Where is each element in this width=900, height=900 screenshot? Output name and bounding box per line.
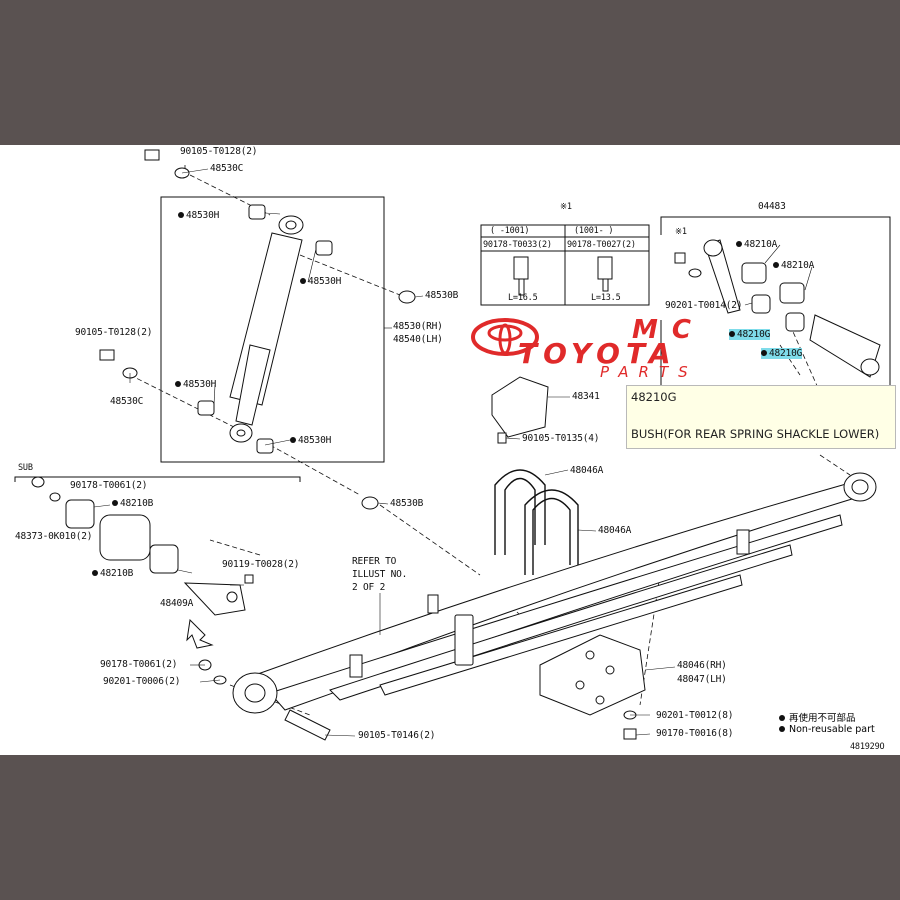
label-table-note-mark: ※1 [560, 202, 572, 212]
label-ubolt-2[interactable]: 48046A [598, 525, 632, 536]
front-hanger-parts [31, 476, 331, 741]
label-kit-code[interactable]: 04483 [758, 201, 786, 212]
absorber-bushes [99, 149, 416, 510]
label-bush-b-l2[interactable]: 48210B [92, 568, 133, 579]
label-left-bolt[interactable]: 90105-T0128(2) [75, 327, 153, 338]
label-bush-h-3[interactable]: 48530H [175, 379, 216, 390]
label-bracket-bolt[interactable]: 90105-T0135(4) [522, 433, 600, 444]
part-tooltip: 48210G BUSH(FOR REAR SPRING SHACKLE LOWE… [626, 385, 896, 449]
label-nut-top[interactable]: 90178-T0061(2) [70, 480, 148, 491]
table-col1-part[interactable]: 90178-T0033(2) [483, 240, 552, 250]
label-washer-c-top[interactable]: 48530C [210, 163, 244, 174]
label-bush-h-2[interactable]: 48530H [300, 276, 341, 287]
label-seat-washer[interactable]: 90201-T0012(8) [656, 710, 734, 721]
table-col2-part[interactable]: 90178-T0027(2) [567, 240, 636, 250]
label-ubolt-1[interactable]: 48046A [570, 465, 604, 476]
label-nut-bottom[interactable]: 90178-T0061(2) [100, 659, 178, 670]
label-bush-b-1[interactable]: 48530B [425, 290, 459, 301]
watermark-toyota: TOYOTA [518, 337, 677, 370]
exploded-view-drawing [14, 149, 891, 741]
watermark-parts: PARTS [600, 363, 698, 381]
table-col1-head: ( -1001) [490, 226, 530, 236]
shock-absorber [229, 215, 304, 443]
label-seat-rh[interactable]: 48046(RH) [677, 660, 727, 671]
u-bolts [494, 469, 579, 575]
label-top-bolt[interactable]: 90105-T0128(2) [180, 146, 258, 157]
label-bush-g-2[interactable]: 48210G [761, 348, 802, 359]
variant-bolt-2 [597, 256, 613, 292]
table-col2-head: (1001- ) [574, 226, 614, 236]
label-bush-h-1[interactable]: 48530H [178, 210, 219, 221]
refer-note-line1: REFER TO [352, 556, 397, 567]
leaf-spring [232, 472, 877, 714]
legend-non-reusable-en: Non-reusable part [779, 724, 875, 735]
label-shackle-bolt[interactable]: 90201-T0014(2) [665, 300, 743, 311]
label-hanger[interactable]: 48409A [160, 598, 194, 609]
shackle-parts [674, 239, 881, 378]
label-absorber-lh[interactable]: 48540(LH) [393, 334, 443, 345]
watermark-mc: MC [632, 315, 705, 345]
label-bush-b-l1[interactable]: 48210B [112, 498, 153, 509]
label-absorber-rh[interactable]: 48530(RH) [393, 321, 443, 332]
label-seat-lh[interactable]: 48047(LH) [677, 674, 727, 685]
label-grease[interactable]: 90119-T0028(2) [222, 559, 300, 570]
table-col1-length: L=16.5 [508, 293, 538, 303]
toyota-logo-icon [471, 318, 539, 356]
label-sub: SUB [18, 463, 33, 473]
label-bush-g-1[interactable]: 48210G [729, 329, 770, 340]
label-washer-c-left[interactable]: 48530C [110, 396, 144, 407]
label-bracket[interactable]: 48341 [572, 391, 600, 402]
tooltip-part-code: 48210G [631, 390, 677, 404]
label-bush-b-2[interactable]: 48530B [390, 498, 424, 509]
label-bush-a-1[interactable]: 48210A [736, 239, 777, 250]
shackle-kit-frame [660, 216, 891, 385]
parts-diagram-sheet: 90105-T0128(2) 48530C 48530H 48530H 4853… [0, 145, 900, 755]
refer-note-line3: 2 OF 2 [352, 582, 386, 593]
shop-watermark: MC TOYOTA PARTS [470, 315, 720, 381]
spring-seat [539, 634, 646, 716]
sub-assy-bracket [14, 476, 301, 482]
legend-non-reusable-cn: 再使用不可部品 [779, 710, 856, 724]
tooltip-part-description: BUSH(FOR REAR SPRING SHACKLE LOWER) [631, 427, 880, 441]
label-washer-bottom[interactable]: 90201-T0006(2) [103, 676, 181, 687]
refer-note-line2: ILLUST NO. [352, 569, 408, 580]
label-seat-nut[interactable]: 90170-T0016(8) [656, 728, 734, 739]
illustration-id: 481929O [850, 742, 885, 752]
absorber-group-frame [160, 196, 385, 463]
label-shackle-note-mark: ※1 [675, 227, 687, 237]
variant-bolt-1 [513, 256, 529, 296]
label-bush-h-4[interactable]: 48530H [290, 435, 331, 446]
table-col2-length: L=13.5 [591, 293, 621, 303]
label-pin[interactable]: 48373-0K010(2) [15, 531, 93, 542]
label-bush-a-2[interactable]: 48210A [773, 260, 814, 271]
label-spring-bolt[interactable]: 90105-T0146(2) [358, 730, 436, 741]
